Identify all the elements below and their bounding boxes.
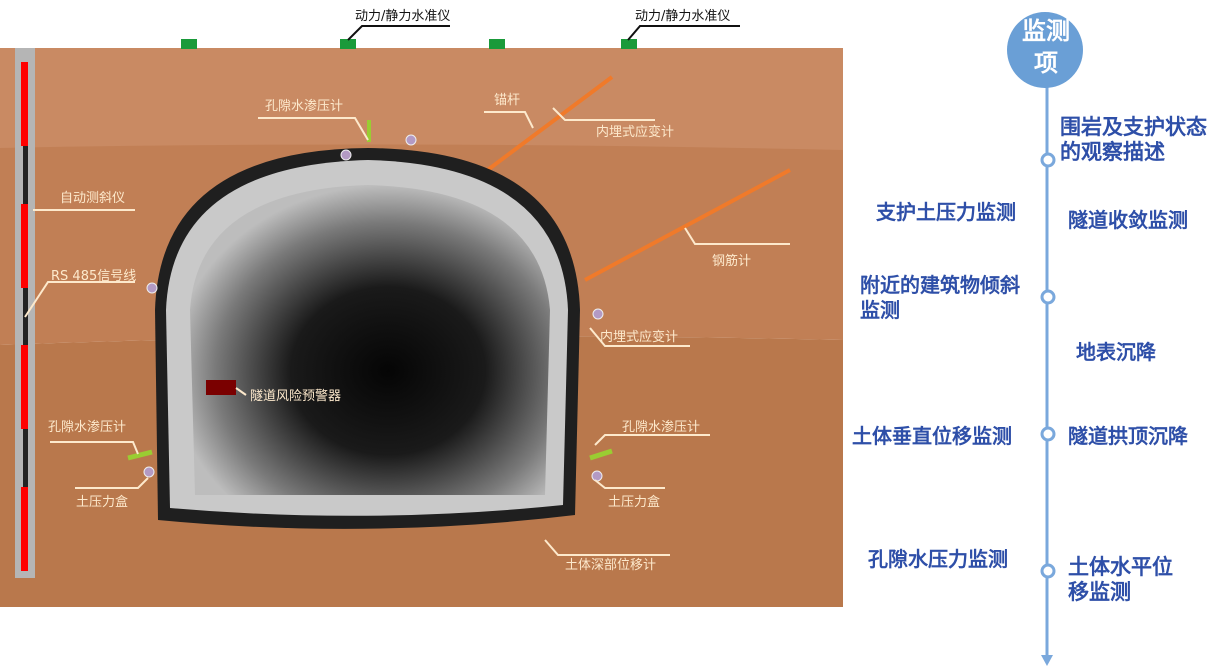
level-gauge-label: 动力/静力水准仪 — [635, 9, 730, 24]
deep-displacement-meter-label: 土体深部位移计 — [565, 558, 656, 573]
pore-pressure-gauge-label: 孔隙水渗压计 — [622, 420, 700, 435]
warning-device-label: 隧道风险预警器 — [250, 388, 341, 404]
earth-pressure-cell — [591, 470, 603, 482]
rebar-meter-label: 钢筋计 — [712, 253, 751, 269]
earth-pressure-cell — [143, 466, 155, 478]
arrow-down-icon — [1041, 655, 1053, 666]
inclinometer-segment — [21, 62, 28, 146]
earth-pressure-cell — [340, 149, 352, 161]
inclinometer-segment — [21, 345, 28, 429]
level-sensor — [621, 39, 637, 49]
piezometer — [589, 448, 613, 461]
soil-layer-top — [0, 48, 843, 158]
level-sensor — [340, 39, 356, 49]
level-sensor — [489, 39, 505, 49]
anchor-rod — [584, 168, 791, 282]
rs485-label: RS 485信号线 — [51, 269, 136, 284]
strain-gauge-label: 内埋式应变计 — [596, 124, 674, 140]
timeline-node — [1040, 426, 1056, 442]
pore-pressure-gauge-label: 孔隙水渗压计 — [265, 99, 343, 114]
piezometer — [127, 449, 153, 461]
monitoring-item: 土体垂直位移监测 — [852, 424, 1012, 448]
monitoring-item: 孔隙水压力监测 — [868, 547, 1008, 571]
level-sensor — [181, 39, 197, 49]
anchor-rod-label: 锚杆 — [494, 93, 520, 108]
earth-pressure-cell — [405, 134, 417, 146]
earth-pressure-cell — [146, 282, 158, 294]
monitoring-item: 土体水平位移监测 — [1068, 555, 1173, 604]
inclinometer-segment — [21, 487, 28, 571]
level-gauge-label: 动力/静力水准仪 — [355, 9, 450, 24]
monitoring-title: 监测项 — [1022, 17, 1070, 77]
timeline-node — [1040, 563, 1056, 579]
monitoring-item: 附近的建筑物倾斜监测 — [860, 273, 1020, 322]
inclinometer-label: 自动测斜仪 — [60, 191, 125, 206]
monitoring-item: 地表沉降 — [1076, 340, 1156, 364]
pore-pressure-gauge-label: 孔隙水渗压计 — [48, 420, 126, 435]
tunnel-bore — [190, 185, 550, 495]
monitoring-item: 围岩及支护状态的观察描述 — [1060, 115, 1207, 164]
leader-line — [347, 25, 450, 41]
earth-pressure-cell — [592, 308, 604, 320]
strain-gauge-label: 内埋式应变计 — [600, 329, 678, 345]
anchor-rod — [483, 75, 614, 174]
monitoring-item: 支护土压力监测 — [876, 200, 1016, 224]
leader-line — [627, 25, 740, 41]
monitoring-item: 隧道拱顶沉降 — [1068, 424, 1188, 448]
monitoring-title-node — [1007, 12, 1083, 88]
timeline-node — [1040, 289, 1056, 305]
inclinometer-segment — [21, 204, 28, 288]
tunnel-risk-warning-device — [206, 380, 236, 395]
monitoring-item: 隧道收敛监测 — [1068, 208, 1188, 232]
timeline-node — [1040, 152, 1056, 168]
earth-pressure-cell-label: 土压力盒 — [76, 494, 128, 510]
earth-pressure-cell-label: 土压力盒 — [608, 494, 660, 510]
